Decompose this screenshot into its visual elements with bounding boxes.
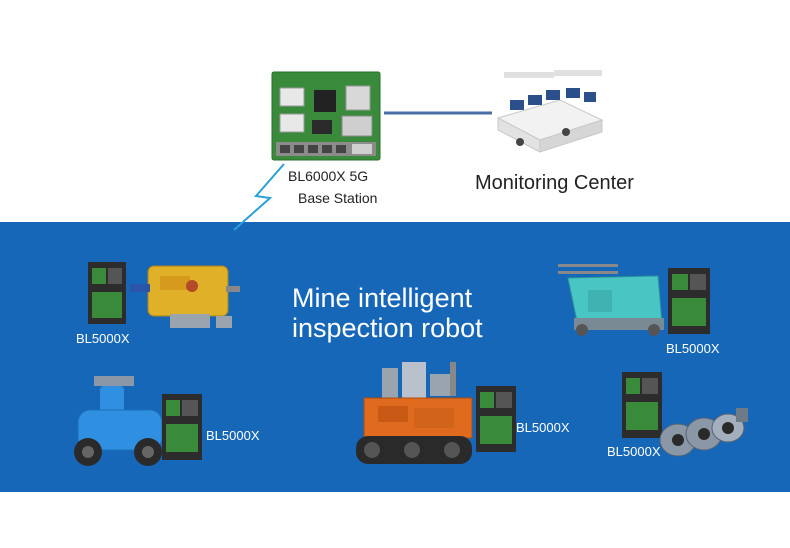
robot-1-module-label: BL5000X xyxy=(76,331,130,346)
robot-2-module-label: BL5000X xyxy=(666,341,720,356)
base-station-board-image xyxy=(271,71,381,161)
module-board-image xyxy=(476,386,516,452)
title-line-2: inspection robot xyxy=(292,313,483,343)
blue-wheeled-robot-image xyxy=(74,376,163,466)
diagram-title: Mine intelligent inspection robot xyxy=(292,283,522,343)
gray-snake-robot-image xyxy=(659,408,748,457)
teal-inspection-robot-image xyxy=(558,264,664,336)
base-station-name: BL6000X 5G xyxy=(288,168,369,184)
wireless-signal-icon xyxy=(233,163,285,231)
module-board-image xyxy=(622,372,662,438)
base-station-type: Base Station xyxy=(298,190,378,206)
monitoring-center-image xyxy=(496,70,604,153)
robot-4-module-label: BL5000X xyxy=(516,420,570,435)
yellow-inspection-robot-image xyxy=(130,265,240,328)
robot-5-module-label: BL5000X xyxy=(607,444,661,459)
monitoring-center-label: Monitoring Center xyxy=(475,172,634,194)
module-board-image xyxy=(88,262,126,324)
robot-3-module-label: BL5000X xyxy=(206,428,260,443)
module-board-image xyxy=(668,268,710,334)
module-board-image xyxy=(162,394,202,460)
title-line-1: Mine intelligent xyxy=(292,283,473,313)
orange-tracked-robot-image xyxy=(356,362,473,464)
network-link-line xyxy=(384,111,492,115)
